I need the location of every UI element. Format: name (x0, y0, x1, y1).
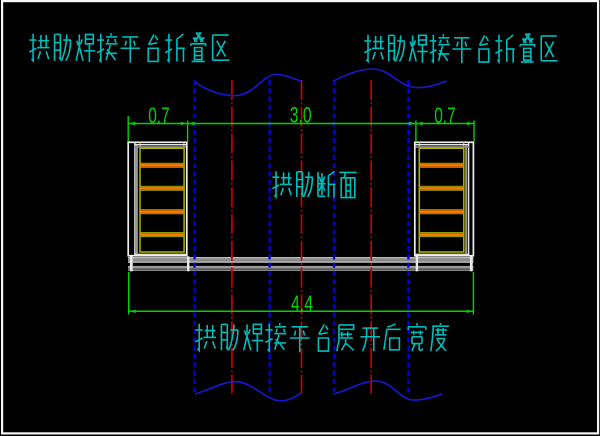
svg-text:0.7: 0.7 (434, 103, 456, 128)
svg-text:3.0: 3.0 (290, 103, 312, 128)
svg-text:4.4: 4.4 (291, 291, 313, 316)
svg-text:0.7: 0.7 (148, 103, 170, 128)
